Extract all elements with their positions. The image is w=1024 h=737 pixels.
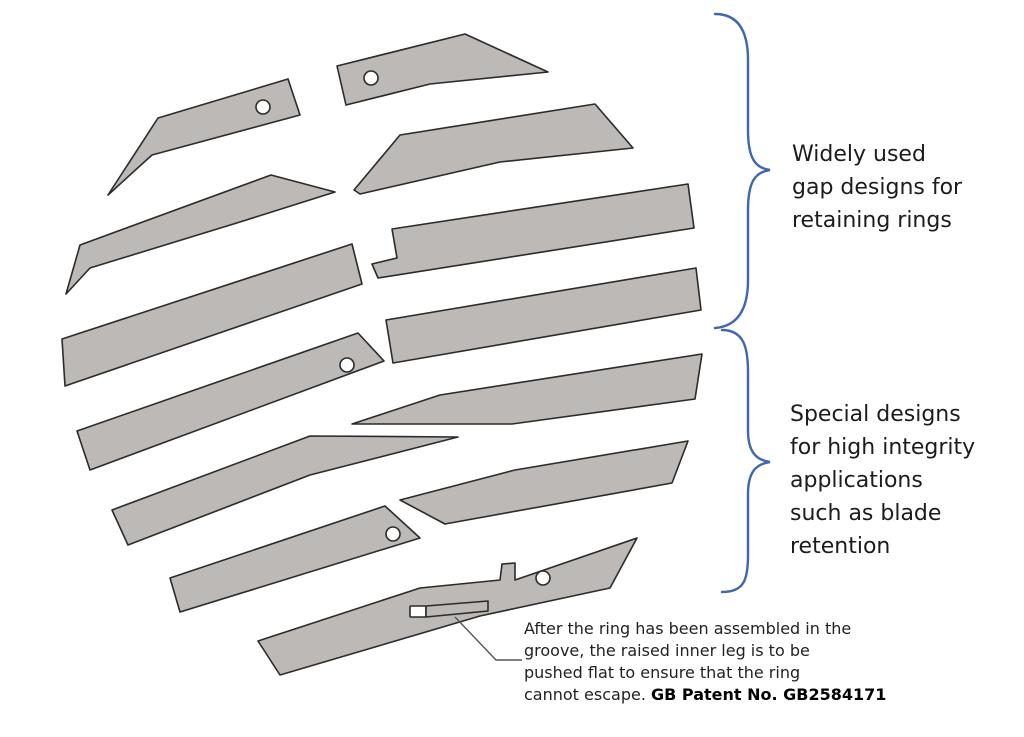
ring-6-right-segment bbox=[399, 440, 689, 525]
assembly-note-line: After the ring has been assembled in the bbox=[524, 619, 852, 638]
ring-2-left-segment bbox=[65, 174, 336, 295]
ring-6-left-hole bbox=[385, 526, 401, 542]
ring-7-slot bbox=[409, 605, 427, 618]
ring-3-right-segment bbox=[371, 183, 695, 279]
ring-2-right-segment bbox=[353, 103, 634, 195]
gap-designs-label-line: retaining rings bbox=[792, 208, 952, 233]
special-designs-label-line: Special designs bbox=[790, 402, 961, 427]
ring-5-right-segment bbox=[351, 353, 703, 425]
assembly-note: After the ring has been assembled in the… bbox=[524, 618, 886, 706]
ring-1-left-segment bbox=[107, 78, 301, 196]
special-designs-brace bbox=[720, 328, 771, 594]
ring-1-right-hole bbox=[363, 70, 379, 86]
ring-6-left-segment bbox=[169, 505, 421, 613]
note-leader-line bbox=[454, 616, 522, 661]
patent-number: GB Patent No. GB2584171 bbox=[651, 685, 887, 704]
assembly-note-line: groove, the raised inner leg is to be bbox=[524, 641, 810, 660]
ring-4-left-segment bbox=[76, 332, 385, 471]
ring-1-left-hole bbox=[255, 99, 271, 115]
ring-4-right-segment bbox=[385, 267, 702, 364]
ring-7-raised-inner-leg bbox=[425, 600, 489, 618]
special-designs-label: Special designs for high integrity appli… bbox=[790, 398, 975, 563]
gap-designs-label: Widely used gap designs for retaining ri… bbox=[792, 138, 962, 237]
ring-4-left-hole bbox=[339, 357, 355, 373]
special-designs-label-line: for high integrity bbox=[790, 435, 976, 460]
special-designs-label-line: retention bbox=[790, 534, 891, 559]
ring-3-left-segment bbox=[61, 243, 363, 387]
special-designs-label-line: applications bbox=[790, 468, 923, 493]
gap-designs-label-line: gap designs for bbox=[792, 175, 963, 200]
gap-designs-brace bbox=[713, 12, 771, 330]
ring-7-hole bbox=[535, 570, 551, 586]
gap-designs-label-line: Widely used bbox=[792, 142, 926, 167]
assembly-note-line: pushed flat to ensure that the ring bbox=[524, 663, 801, 682]
ring-1-right-segment bbox=[336, 33, 549, 106]
special-designs-label-line: such as blade bbox=[790, 501, 942, 526]
assembly-note-line: cannot escape. bbox=[524, 685, 646, 704]
ring-5-left-segment bbox=[111, 435, 459, 546]
assembly-note-last-line: cannot escape. GB Patent No. GB2584171 bbox=[524, 684, 886, 706]
